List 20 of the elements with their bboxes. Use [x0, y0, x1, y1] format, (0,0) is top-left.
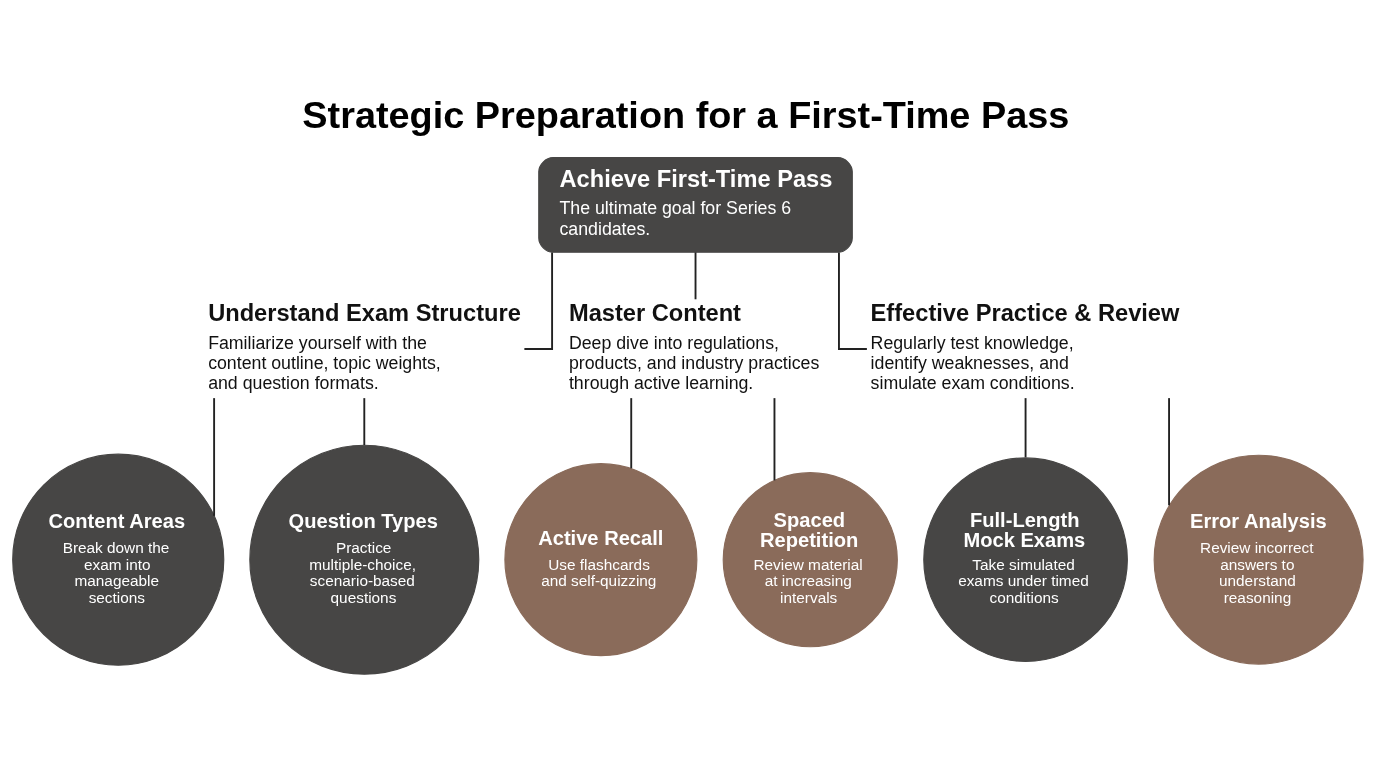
node-text: Understand Exam Structure Familiarize yourself with the content outline, topic weights, and question formats.	[208, 300, 521, 393]
node-text: Master Content Deep dive into regulations, products, and industry practices through active learning.	[568, 300, 820, 393]
connector	[363, 397, 366, 446]
node-circle: Question Types Practice multiple-choice, scenario-based questions	[249, 444, 480, 675]
connector	[838, 251, 868, 350]
connector	[523, 251, 554, 350]
node-circle: Active Recall Use flashcards and self-quizzing	[504, 463, 698, 657]
node-circle: Error Analysis Review incorrect answers to understand reasoning	[1153, 454, 1364, 665]
connector	[1024, 397, 1027, 459]
node-text: Effective Practice & Review Regularly test knowledge, identify weaknesses, and simulate exam conditions.	[870, 300, 1180, 393]
node-circle: Content Areas Break down the exam into manageable sections	[12, 453, 225, 666]
connector	[213, 397, 216, 517]
connector	[1168, 397, 1170, 507]
connector	[630, 397, 633, 470]
node-circle: Spaced Repetition Review material at increasing intervals	[722, 472, 898, 648]
diagram-title: Strategic Preparation for a First-Time Pass	[302, 93, 1070, 136]
connector	[694, 251, 697, 301]
node-box: Achieve First-Time Pass The ultimate goal for Series 6 candidates.	[538, 157, 853, 253]
node-circle: Full-Length Mock Exams Take simulated exams under timed conditions	[923, 457, 1128, 663]
connector	[773, 397, 776, 482]
